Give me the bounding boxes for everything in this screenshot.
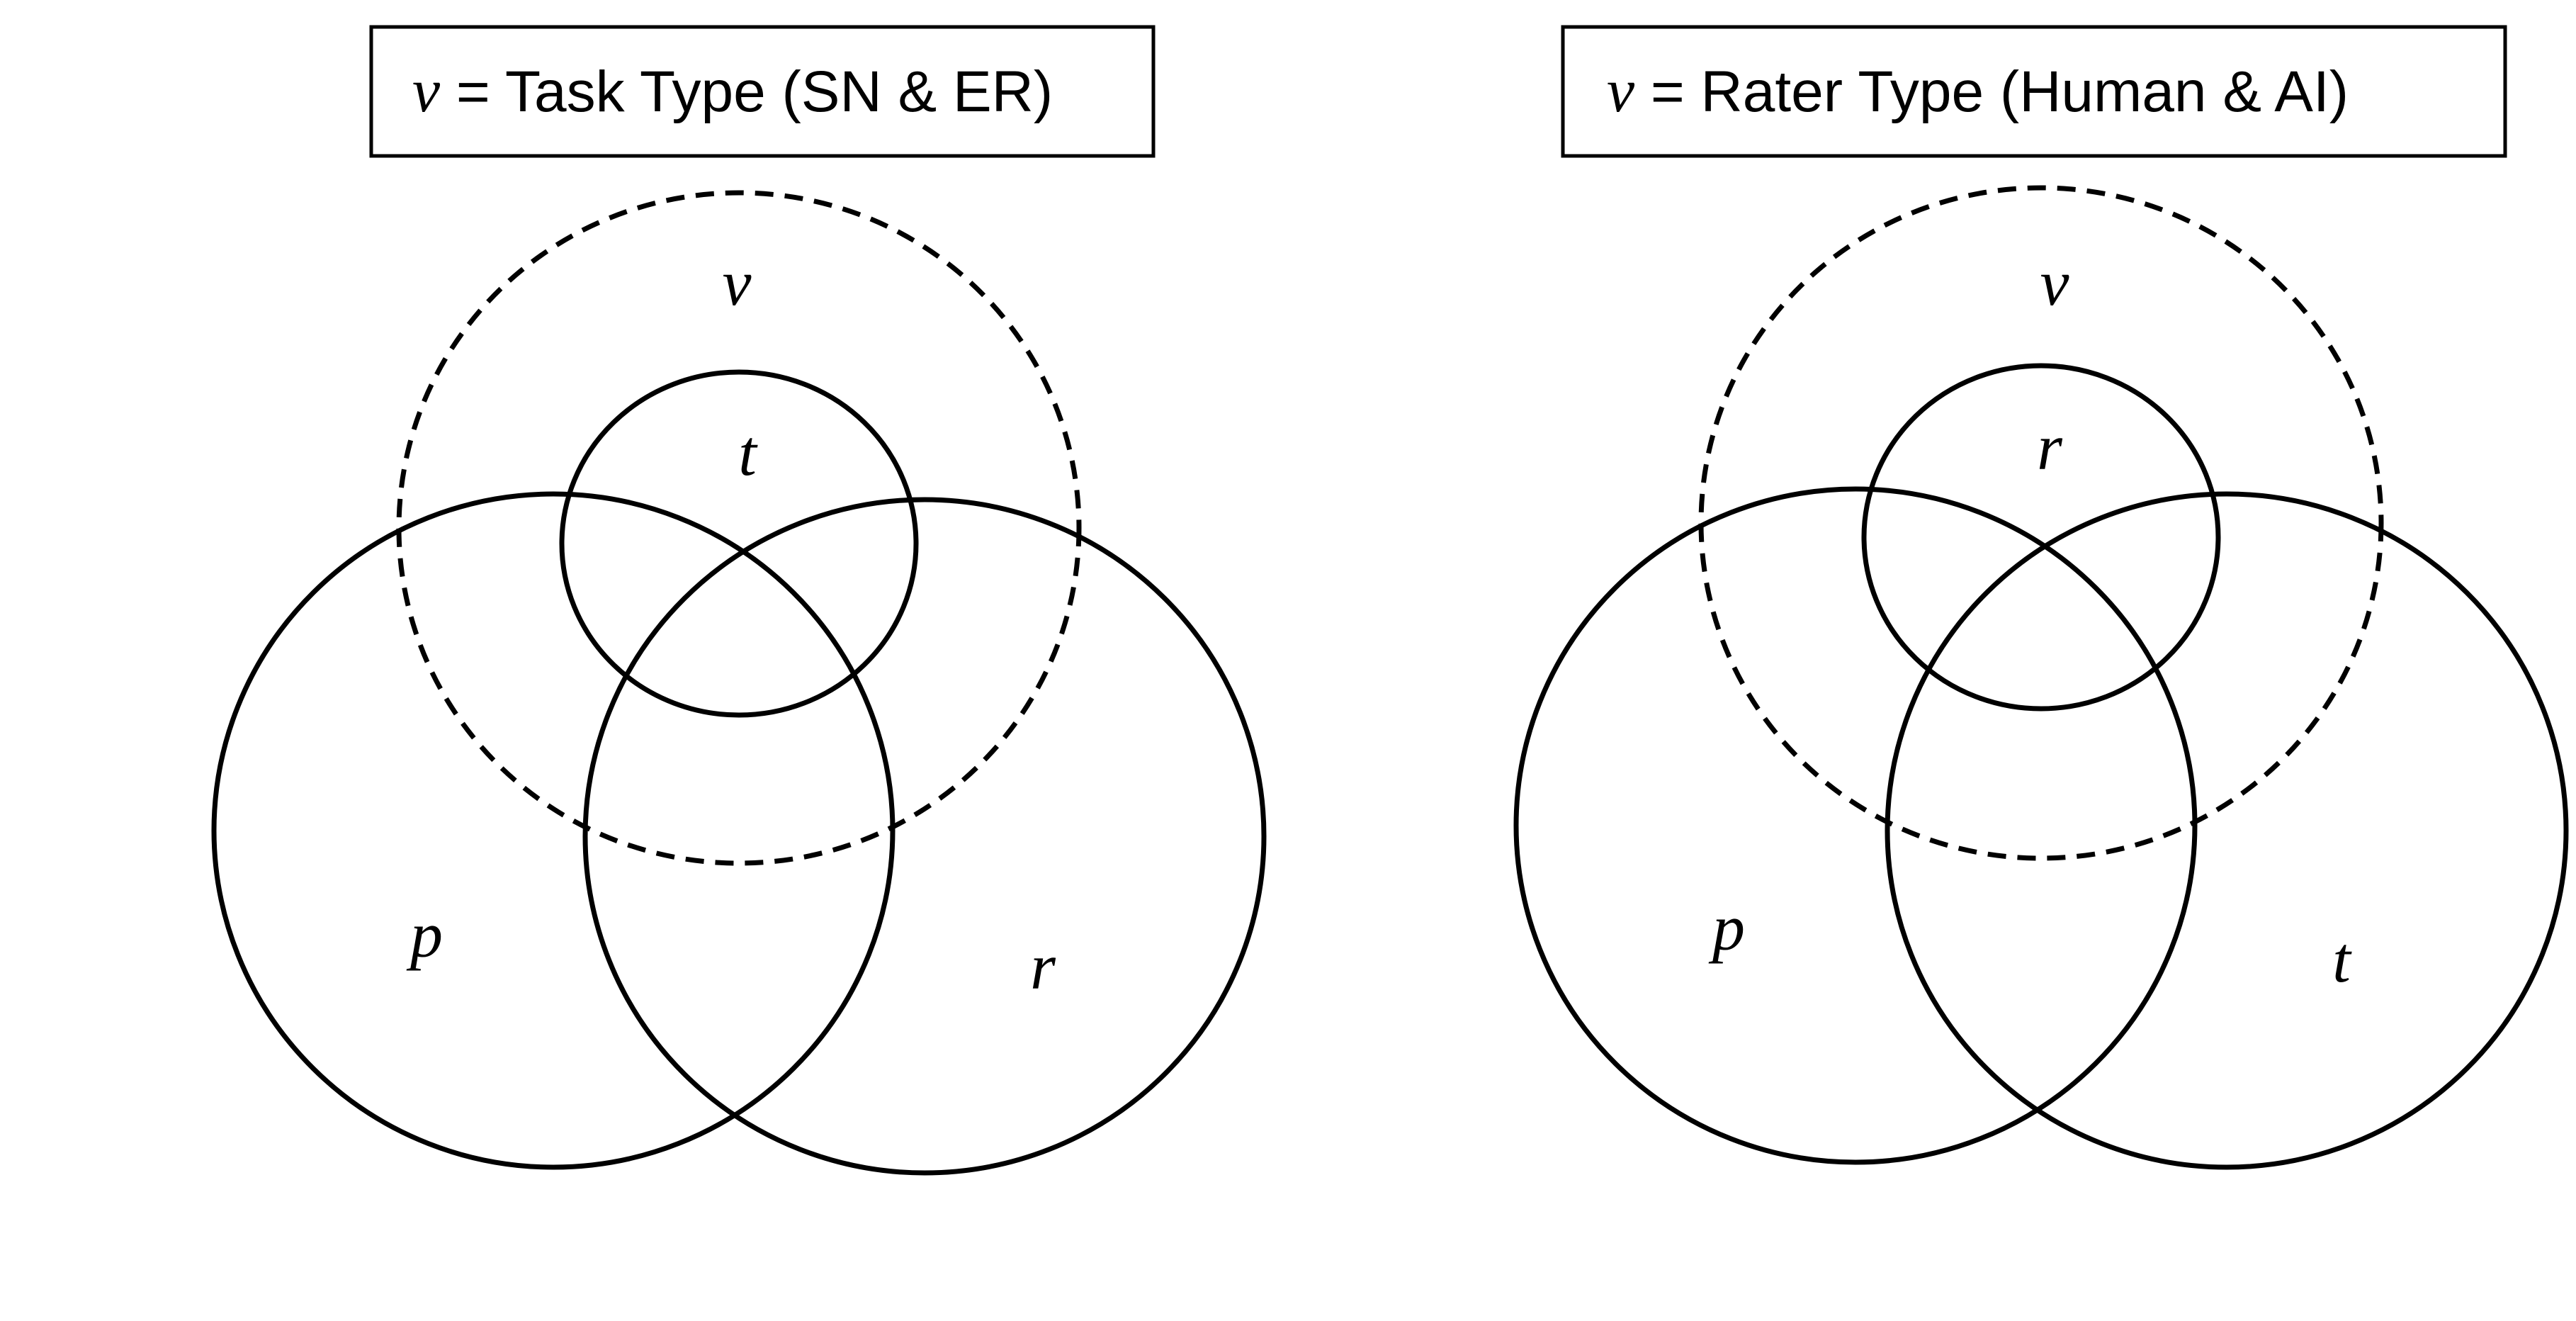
panel-1-title-variable: v <box>412 57 441 125</box>
panel-2-label-right: t <box>2332 923 2352 996</box>
panel-2-top-circle <box>1861 363 2221 712</box>
panel-1-label-outer: v <box>723 247 752 319</box>
panel-2-title: v = Rater Type (Human & AI) <box>1607 57 2349 125</box>
panel-2-label-left: p <box>1708 892 1745 964</box>
panel-1-label-left: p <box>406 899 443 971</box>
panel-1-label-right: r <box>1030 931 1056 1003</box>
panel-1-title: v = Task Type (SN & ER) <box>412 57 1053 125</box>
panel-2-right-circle <box>1885 491 2569 1170</box>
panel-1-label-top: t <box>738 417 758 489</box>
panel-2-label-top: r <box>2037 411 2063 483</box>
panel-1-outer-dashed-circle <box>396 190 1082 866</box>
panel-1-title-box <box>369 25 1156 158</box>
panel-1-top-circle <box>559 369 919 718</box>
panel-2-title-box <box>1561 25 2507 158</box>
panel-rater-type: v = Rater Type (Human & AI) v r p t <box>1513 25 2569 1170</box>
panel-1-left-circle <box>211 491 896 1170</box>
panel-2-label-outer: v <box>2040 247 2069 319</box>
panel-2-left-circle <box>1513 486 2198 1165</box>
panel-1-right-circle <box>582 497 1267 1176</box>
panel-2-title-variable: v <box>1607 57 1635 125</box>
panel-2-outer-dashed-circle <box>1698 185 2384 861</box>
panel-2-title-label: = Rater Type (Human & AI) <box>1634 60 2349 124</box>
panel-task-type: v = Task Type (SN & ER) v t p r <box>211 25 1267 1176</box>
panel-1-title-label: = Task Type (SN & ER) <box>440 60 1053 124</box>
